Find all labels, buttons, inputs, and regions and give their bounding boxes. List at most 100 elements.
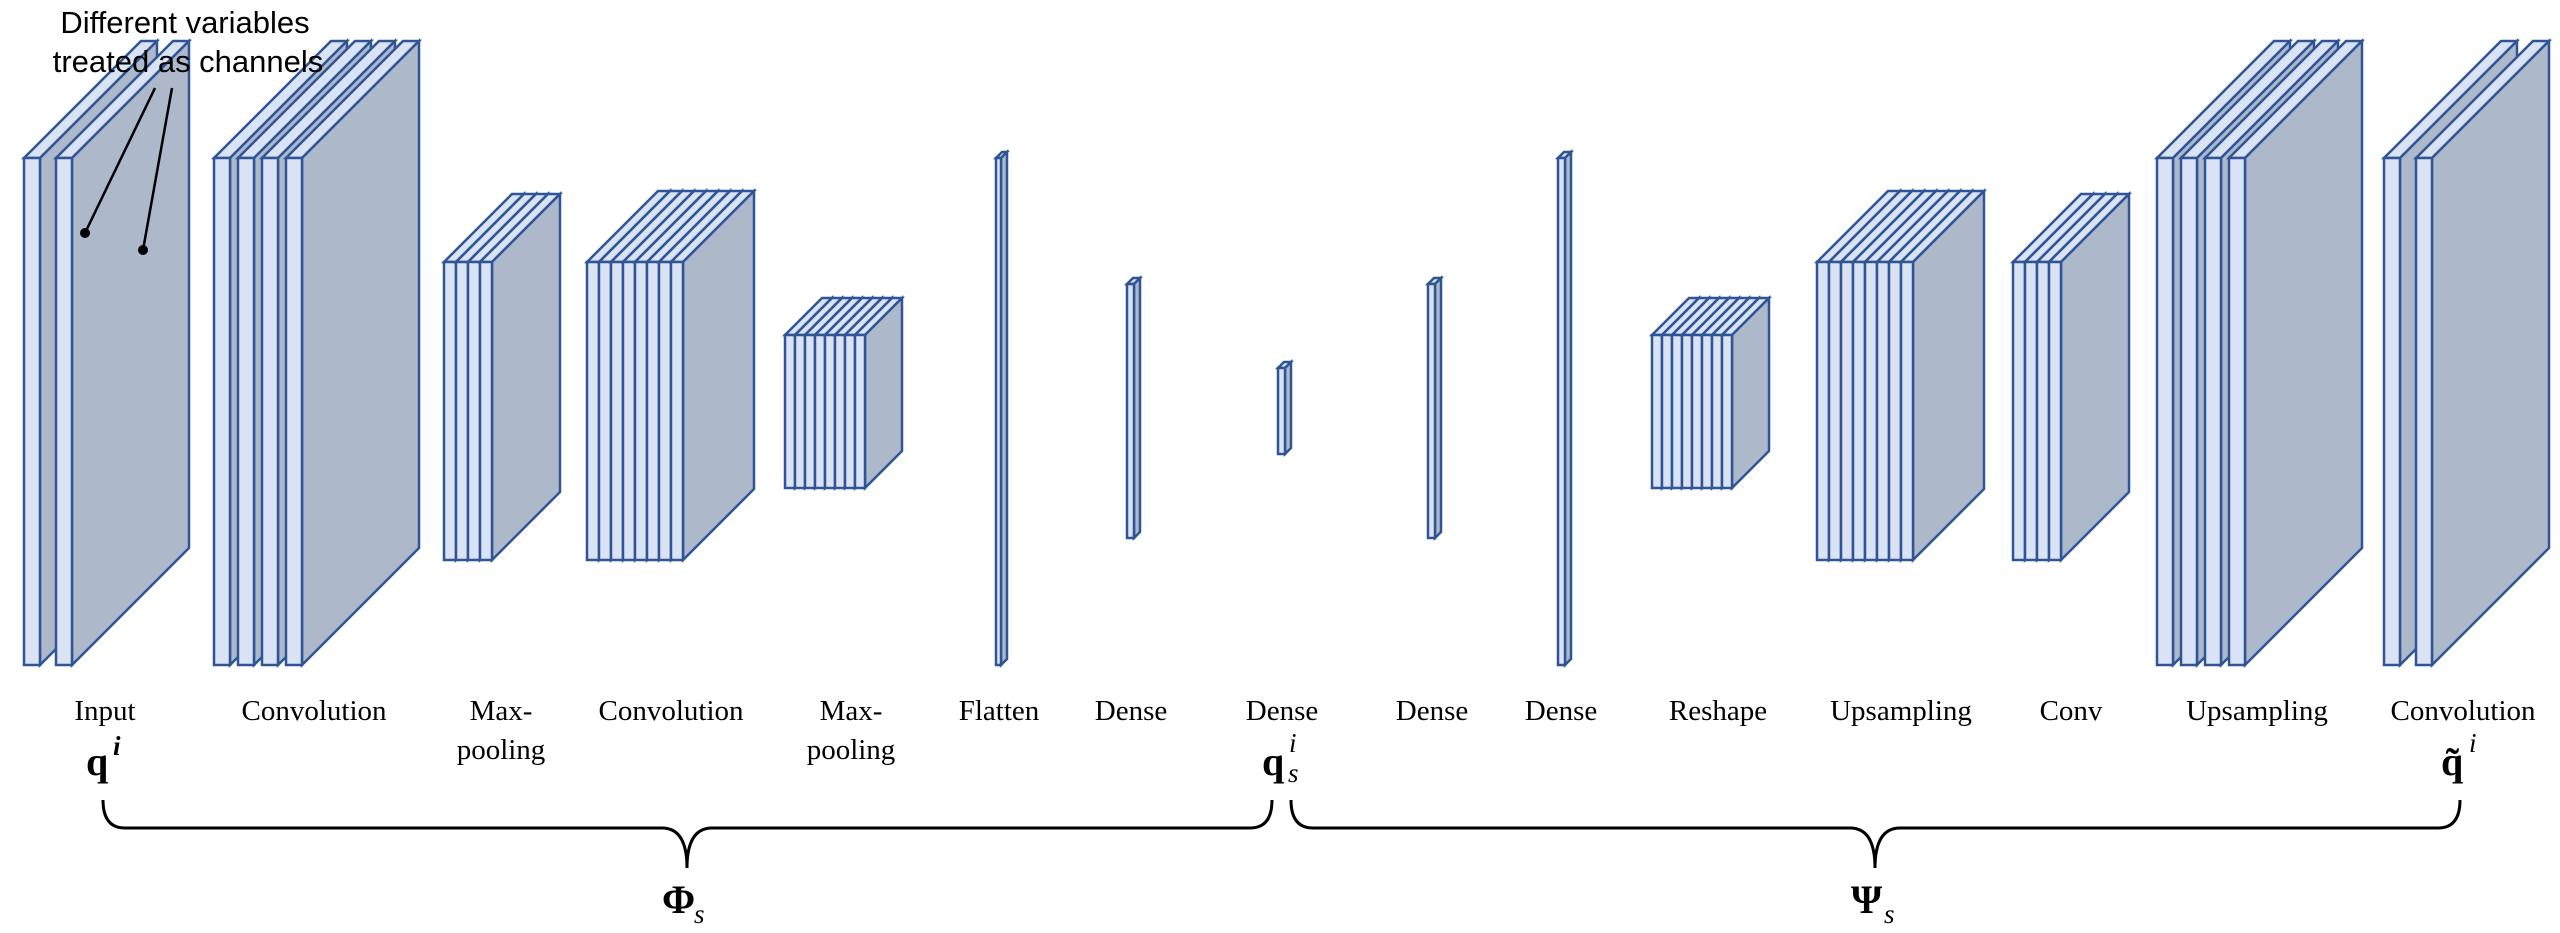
- input-symbol-base: q: [86, 739, 108, 784]
- layer-label-dense: Dense: [1525, 695, 1597, 727]
- sheet-front-face: [22, 156, 42, 667]
- sheet-front-face: [2011, 260, 2027, 562]
- output-symbol-sup: i: [2469, 728, 2477, 758]
- sheet-front-face: [1276, 366, 1287, 456]
- reshape-layer-stack: [1648, 294, 1773, 492]
- sheet-front-face: [813, 333, 827, 490]
- sheet-front-face: [1720, 333, 1734, 490]
- math-symbols: q i q i s q̃ i Φ s Ψ s: [86, 728, 2477, 929]
- layer-labels: Input Convolution Max- pooling Convoluti…: [74, 695, 2536, 766]
- layer-label-convolution: Convolution: [2390, 695, 2536, 727]
- maxpooling-layer-stack: [440, 190, 564, 564]
- layer-sheet: [1718, 294, 1773, 492]
- sheet-front-face: [1875, 260, 1891, 562]
- layer-label-maxpooling: Max-: [820, 695, 883, 727]
- layer-label-input: Input: [74, 695, 135, 727]
- layer-sheet: [282, 37, 423, 669]
- sheet-front-face: [1710, 333, 1724, 490]
- sheet-front-face: [1863, 260, 1879, 562]
- dense-layer-stack: [1123, 274, 1144, 542]
- sheet-front-face: [54, 156, 74, 667]
- sheet-front-face: [2155, 156, 2175, 667]
- sheet-front-face: [466, 260, 482, 562]
- dense-layer-stack: [1554, 148, 1575, 669]
- encoder-symbol-sub: s: [694, 899, 705, 929]
- annotation-dot: [138, 245, 148, 255]
- sheet-front-face: [823, 333, 837, 490]
- upsampling-layer-stack: [2153, 37, 2366, 669]
- encoder-symbol-base: Φ: [662, 877, 695, 922]
- annotation-line-1: Different variables: [60, 5, 309, 40]
- sheet-front-face: [2035, 260, 2051, 562]
- decoder-symbol-sub: s: [1884, 899, 1895, 929]
- flatten-layer-stack: [992, 148, 1011, 669]
- sheet-front-face: [236, 156, 256, 667]
- decoder-brace: [1289, 799, 2462, 869]
- decoder-symbol: Ψ s: [1851, 877, 1895, 929]
- latent-symbol-sub: s: [1288, 758, 1299, 788]
- sheet-front-face: [994, 156, 1003, 667]
- layer-label-conv: Conv: [2040, 695, 2103, 727]
- layer-sheet: [476, 190, 564, 564]
- sheet-front-face: [1690, 333, 1704, 490]
- sheet-front-face: [1815, 260, 1831, 562]
- layer-sheet: [851, 294, 906, 492]
- output-symbol-base: q̃: [2441, 739, 2463, 784]
- layer-sheet: [1424, 274, 1445, 542]
- layer-label-maxpooling: Max-: [470, 695, 533, 727]
- convolution-layer-stack: [210, 37, 423, 669]
- layer-stacks: [20, 37, 2553, 669]
- layer-label-dense: Dense: [1095, 695, 1167, 727]
- latent-symbol-sup: i: [1289, 728, 1297, 758]
- sheet-front-face: [1851, 260, 1867, 562]
- sheet-front-face: [843, 333, 857, 490]
- sheet-front-face: [2203, 156, 2223, 667]
- sheet-front-face: [803, 333, 817, 490]
- latent-symbol-base: q: [1262, 739, 1284, 784]
- sheet-front-face: [1670, 333, 1684, 490]
- sheet-front-face: [1650, 333, 1664, 490]
- sheet-front-face: [2023, 260, 2039, 562]
- sheet-front-face: [260, 156, 280, 667]
- sheet-front-face: [478, 260, 494, 562]
- layer-label-upsampling: Upsampling: [2186, 695, 2328, 727]
- layer-label-dense: Dense: [1396, 695, 1468, 727]
- layer-label-dense: Dense: [1246, 695, 1318, 727]
- layer-sheet: [667, 187, 758, 564]
- annotation-leader-line: [83, 87, 157, 234]
- convolution-layer-stack: [583, 187, 758, 564]
- layer-sheet: [1554, 148, 1575, 669]
- sheet-front-face: [2227, 156, 2247, 667]
- sheet-front-face: [1700, 333, 1714, 490]
- layer-label-convolution: Convolution: [598, 695, 744, 727]
- sheet-front-face: [2414, 156, 2434, 667]
- convolution-layer-stack: [2380, 37, 2553, 669]
- maxpooling-layer-stack: [781, 294, 906, 492]
- sheet-front-face: [212, 156, 232, 667]
- layer-sheet: [992, 148, 1011, 669]
- sheet-front-face: [633, 260, 649, 562]
- sheet-front-face: [585, 260, 601, 562]
- latent-symbol: q i s: [1262, 728, 1299, 788]
- layer-label-maxpooling-cont: pooling: [457, 734, 546, 766]
- sheet-front-face: [621, 260, 637, 562]
- input-symbol-sup: i: [113, 731, 121, 761]
- sheet-front-face: [645, 260, 661, 562]
- layer-label-convolution: Convolution: [241, 695, 387, 727]
- sheet-front-face: [1827, 260, 1843, 562]
- channels-annotation: Different variables treated as channels: [53, 5, 323, 255]
- sheet-front-face: [669, 260, 685, 562]
- sheet-front-face: [442, 260, 458, 562]
- sheet-front-face: [1426, 282, 1437, 540]
- sheet-front-face: [657, 260, 673, 562]
- sheet-front-face: [1556, 156, 1567, 667]
- sheet-front-face: [1680, 333, 1694, 490]
- sheet-front-face: [2179, 156, 2199, 667]
- layer-label-flatten: Flatten: [959, 695, 1040, 727]
- layer-label-upsampling: Upsampling: [1830, 695, 1972, 727]
- sheet-front-face: [783, 333, 797, 490]
- sheet-front-face: [1887, 260, 1903, 562]
- sheet-front-face: [284, 156, 304, 667]
- sheet-front-face: [1125, 282, 1136, 540]
